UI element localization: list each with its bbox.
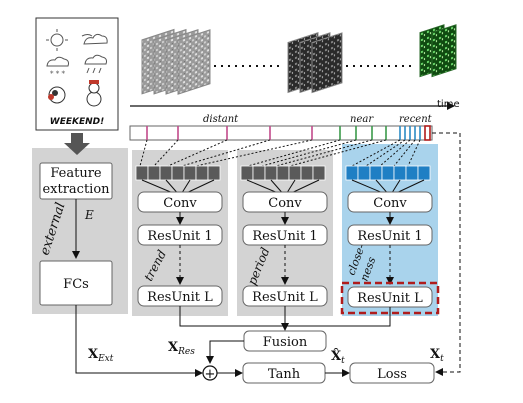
period-connectors [247, 139, 387, 167]
period-resunit1-label: ResUnit 1 [252, 229, 317, 244]
football-icon [48, 86, 66, 104]
trend-input-squares [135, 165, 221, 181]
loss-box [349, 362, 435, 384]
closeness-conv-label: Conv [373, 196, 407, 211]
external-card [35, 17, 119, 131]
weekend-text: WEEKEND! [50, 117, 104, 127]
trend-connectors [139, 139, 313, 167]
period-input-squares [240, 165, 326, 181]
period-conv-label: Conv [268, 196, 302, 211]
target-dashed-line [432, 132, 461, 376]
rain-cloud-icon [84, 54, 107, 74]
snow-cloud-icon: * * * [46, 56, 69, 78]
svg-text:* * *: * * * [50, 70, 65, 78]
time-label: time [437, 99, 460, 110]
feature-extraction-label-2: extraction [42, 182, 110, 197]
closeness-resunitL-label: ResUnit L [357, 291, 423, 306]
frames-near [287, 32, 343, 94]
fcs-label: FCs [63, 277, 89, 292]
trend-conv-label: Conv [163, 196, 197, 211]
trend-resunit1-label: ResUnit 1 [147, 229, 212, 244]
trend-resunitL-label: ResUnit L [147, 290, 213, 305]
external-panel: * * * WEEKEND! Feature extraction extern… [32, 17, 128, 314]
timeline-ticks [146, 125, 431, 141]
fusion-label: Fusion [263, 335, 308, 350]
distant-label: distant [203, 114, 239, 125]
windy-cloud-icon [81, 33, 108, 45]
closeness-resunit1-label: ResUnit 1 [357, 229, 422, 244]
recent-label: recent [399, 114, 433, 125]
sun-icon [46, 29, 68, 51]
period-resunitL-label: ResUnit L [252, 290, 318, 305]
plus-sign: + [205, 367, 216, 382]
snowman-icon [86, 80, 102, 107]
closeness-input-squares [345, 165, 431, 181]
tanh-label: Tanh [268, 367, 301, 382]
near-label: near [350, 114, 374, 125]
branch-to-fusion [179, 306, 391, 331]
x-hat-label: X̂t [331, 348, 345, 366]
loss-label: Loss [377, 367, 407, 382]
closeness-connectors [351, 139, 421, 167]
closeness-branch: Conv ResUnit 1 ResUnit L close- ness [340, 191, 440, 315]
plus-node: + [202, 365, 218, 382]
tick-current [424, 125, 431, 141]
e-label: E [84, 208, 94, 222]
x-ext-label: XExt [88, 347, 114, 364]
closeness-highlight [340, 281, 440, 315]
fcs-to-plus [75, 305, 203, 377]
x-t-label: Xt [430, 347, 444, 364]
fusion-to-plus [206, 340, 244, 364]
frames-recent [419, 24, 457, 78]
x-res-label: XRes [168, 340, 195, 357]
down-arrow-icon [64, 133, 90, 155]
frames-distant [141, 28, 211, 95]
feature-extraction-label-1: Feature [50, 166, 102, 181]
